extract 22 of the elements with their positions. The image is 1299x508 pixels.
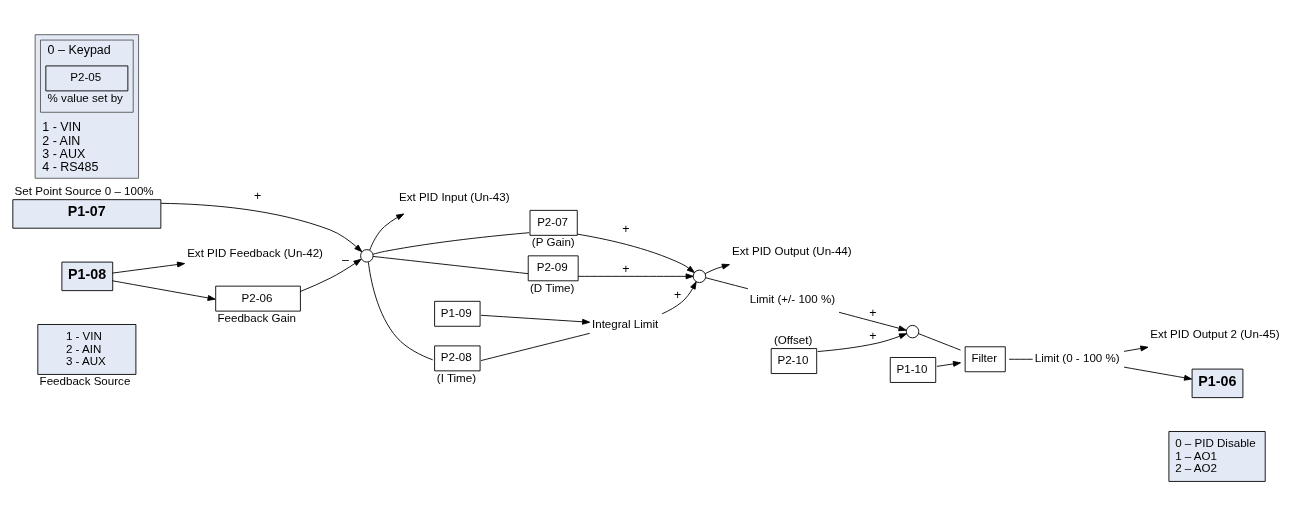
node-text: Limit (+/- 100 %) [749, 292, 836, 305]
node-label: (P Gain) [531, 235, 575, 248]
node-label: % value set by [47, 91, 123, 104]
edge-label: + [253, 188, 262, 203]
node-text: Ext PID Output 2 (Un-45) [1150, 327, 1280, 340]
node-label: (I Time) [436, 371, 477, 384]
edge-label: + [622, 221, 630, 236]
node-label: Feedback Source [39, 374, 131, 387]
node-text: Ext PID Output (Un-44) [731, 244, 852, 257]
node-label: (D Time) [530, 281, 575, 294]
edge-label: – [341, 252, 349, 267]
node-text: Ext PID Input (Un-43) [398, 190, 510, 203]
edge-label: + [869, 305, 877, 320]
node-label: (Offset) [773, 333, 813, 346]
node-label: Set Point Source 0 – 100% [14, 184, 154, 197]
node-text: Ext PID Feedback (Un-42) [187, 246, 323, 259]
node-label: Feedback Gain [217, 311, 297, 324]
edge-label: + [673, 287, 682, 302]
node-text: Limit (0 - 100 %) [1034, 351, 1120, 364]
edge-label: + [869, 328, 877, 343]
edge-label: + [622, 261, 630, 276]
node-text: Integral Limit [591, 317, 659, 330]
